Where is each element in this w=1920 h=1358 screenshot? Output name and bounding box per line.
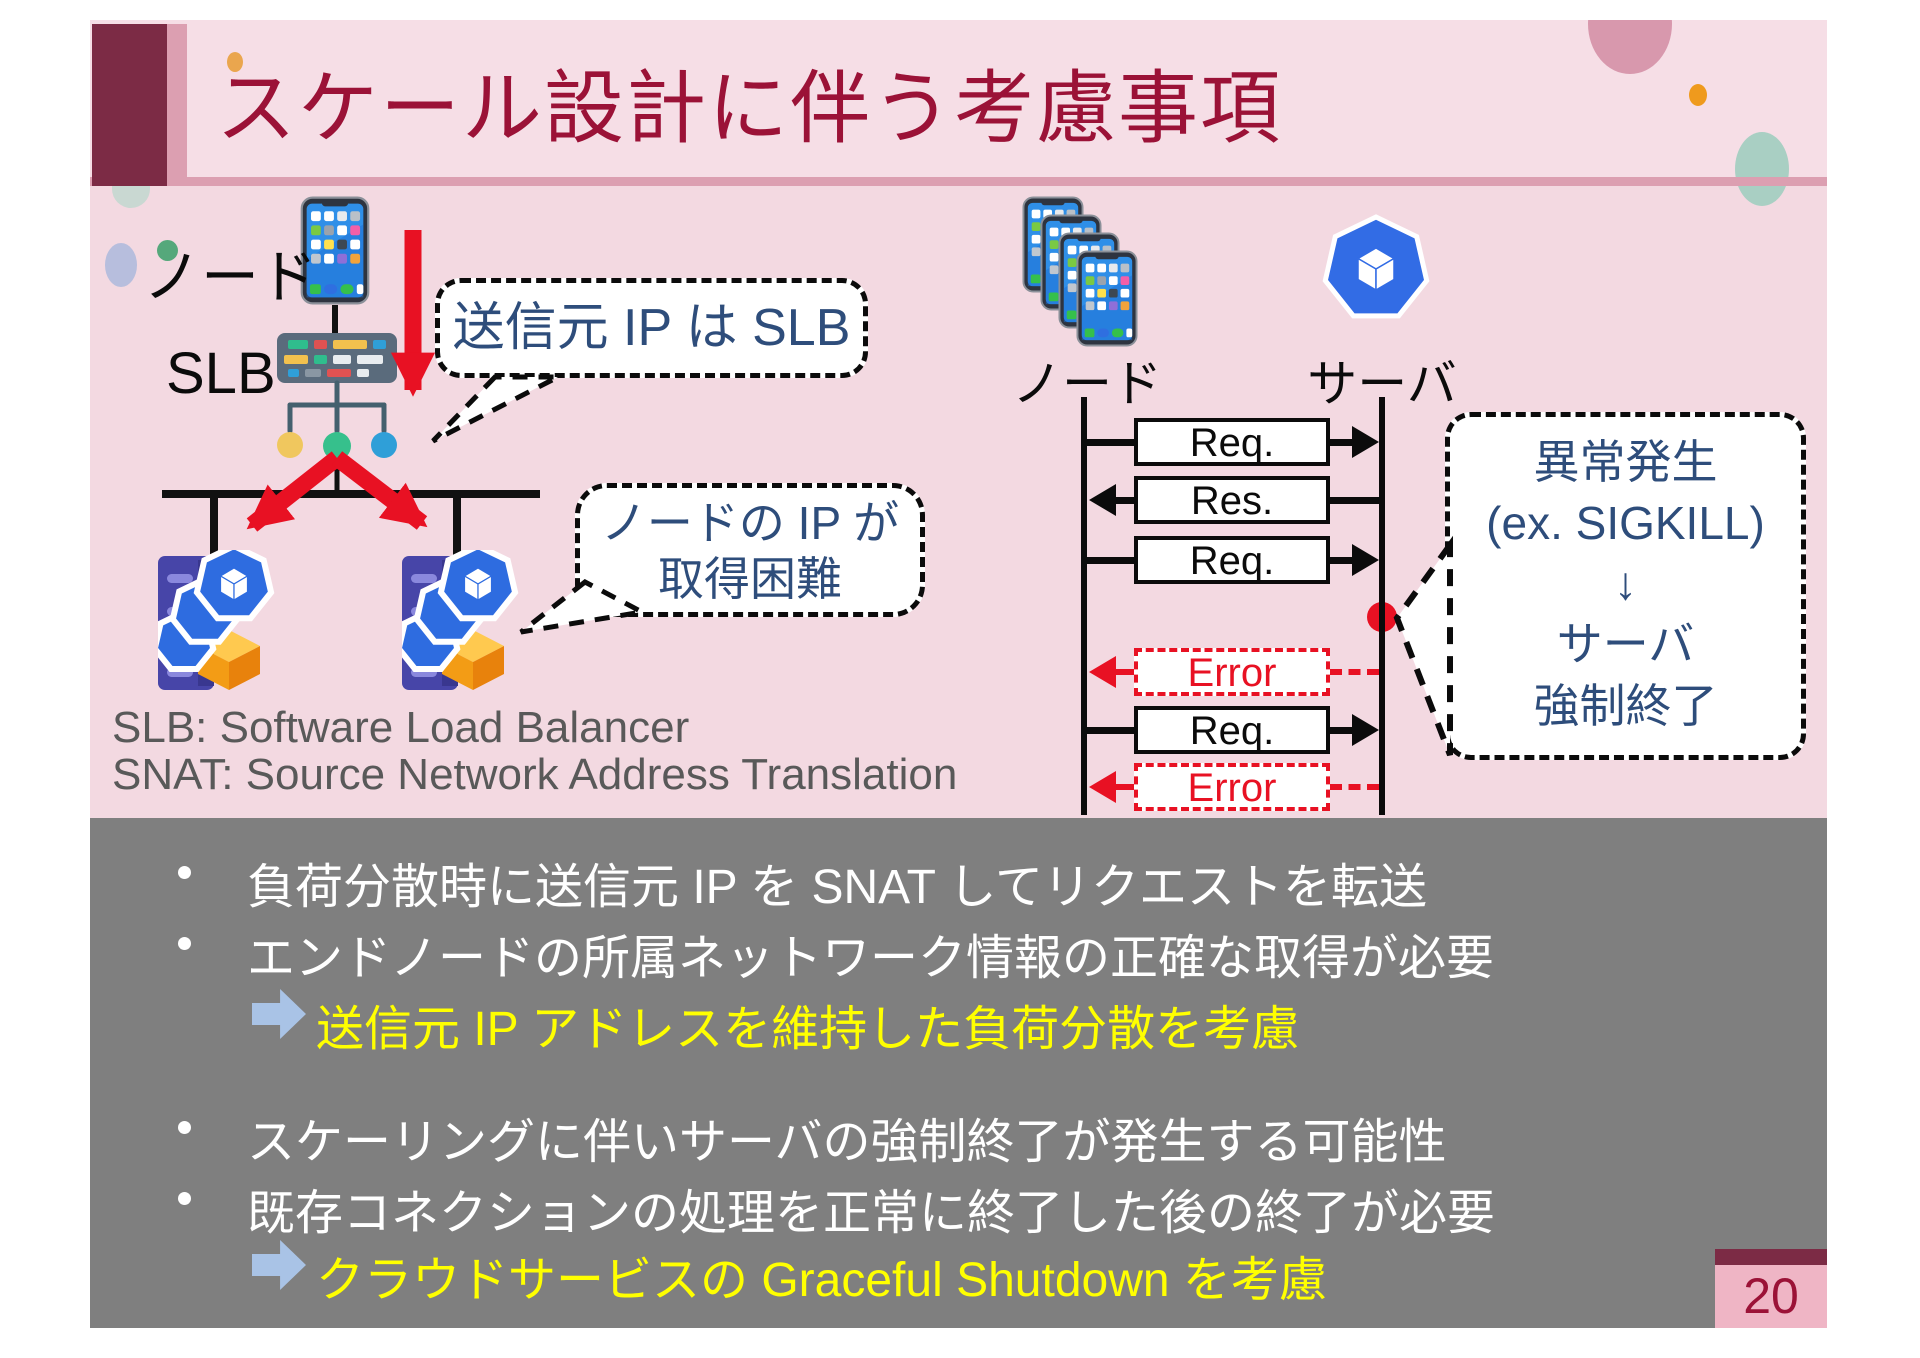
speech-bubble-node-ip: ノードの IP が 取得困難 <box>575 483 925 617</box>
note-line: 既存コネクションの処理を正常に終了した後の終了が必要 <box>247 1187 1496 1240</box>
bullet-icon <box>178 1192 191 1205</box>
error-arrow-icon <box>1089 656 1116 688</box>
failure-line2: (ex. SIGKILL) <box>1486 497 1765 549</box>
note-line: 負荷分散時に送信元 IP を SNAT してリクエストを転送 <box>247 861 1427 914</box>
error-box: Error <box>1134 763 1330 811</box>
slb-definition: SLB: Software Load Balancer <box>112 703 690 752</box>
bullet-icon <box>178 866 191 879</box>
speech-bubble-failure: 異常発生 (ex. SIGKILL) ↓ サーバ 強制終了 <box>1445 412 1806 760</box>
error-arrow-icon <box>1089 771 1116 803</box>
error-box: Error <box>1134 648 1330 696</box>
balance-arrow-left <box>246 451 343 532</box>
note-line: スケーリングに伴いサーバの強制終了が発生する可能性 <box>247 1116 1447 1169</box>
speech-bubble-source-ip: 送信元 IP は SLB <box>435 278 868 378</box>
note-highlight: クラウドサービスの Graceful Shutdown を考慮 <box>316 1254 1327 1307</box>
title-banner <box>90 20 1827 178</box>
server-icon <box>155 546 271 690</box>
failure-line5: 強制終了 <box>1533 680 1718 732</box>
speech-bubble-node-ip-line2: 取得困難 <box>658 553 842 605</box>
endpoint-blue <box>371 432 397 458</box>
server-lifeline <box>1379 397 1385 815</box>
down-arrow-glyph: ↓ <box>1614 557 1637 609</box>
arrow-right-icon <box>1352 544 1379 576</box>
message-box: Req. <box>1134 418 1330 466</box>
server-icon <box>399 546 515 690</box>
balance-arrow-right <box>331 451 428 530</box>
page-number-accent <box>1715 1249 1827 1265</box>
arrow-right-icon <box>1352 426 1379 458</box>
title-accent-block <box>92 24 167 186</box>
message-box: Req. <box>1134 536 1330 584</box>
decor-halfcircle-teal <box>112 186 150 208</box>
message-box: Req. <box>1134 706 1330 754</box>
seq-node-label: ノード <box>1012 356 1162 412</box>
decor-dot-green <box>157 240 178 261</box>
slb-label: SLB <box>166 341 276 406</box>
speech-bubble-node-ip-line1: ノードの IP が <box>600 497 900 549</box>
load-balancer-icon <box>277 333 397 383</box>
fanout-connector <box>287 380 387 434</box>
phone-stack-icon <box>1076 250 1138 347</box>
speech-bubble-source-ip-text: 送信元 IP は SLB <box>452 299 851 357</box>
message-box: Res. <box>1134 476 1330 524</box>
page-title: スケール設計に伴う考慮事項 <box>216 64 1282 153</box>
bullet-icon <box>178 1121 191 1134</box>
divider-strip <box>90 177 1827 186</box>
kubernetes-icon <box>1322 214 1430 319</box>
failure-line1: 異常発生 <box>1533 436 1718 488</box>
title-accent-strip <box>167 24 187 186</box>
node-lifeline <box>1081 397 1087 815</box>
decor-ellipse-lavender <box>105 243 137 287</box>
endpoint-yellow <box>277 432 303 458</box>
note-highlight: 送信元 IP アドレスを維持した負荷分散を考慮 <box>316 1003 1300 1056</box>
failure-line4: サーバ <box>1556 618 1695 670</box>
node-label: ノード <box>143 245 318 310</box>
arrow-right-icon <box>1352 714 1379 746</box>
notes-panel <box>90 818 1827 1328</box>
note-line: エンドノードの所属ネットワーク情報の正確な取得が必要 <box>247 932 1495 985</box>
bullet-icon <box>178 937 191 950</box>
arrow-left-icon <box>1089 484 1116 516</box>
page-number: 20 <box>1715 1265 1827 1328</box>
snat-definition: SNAT: Source Network Address Translation <box>112 750 958 799</box>
